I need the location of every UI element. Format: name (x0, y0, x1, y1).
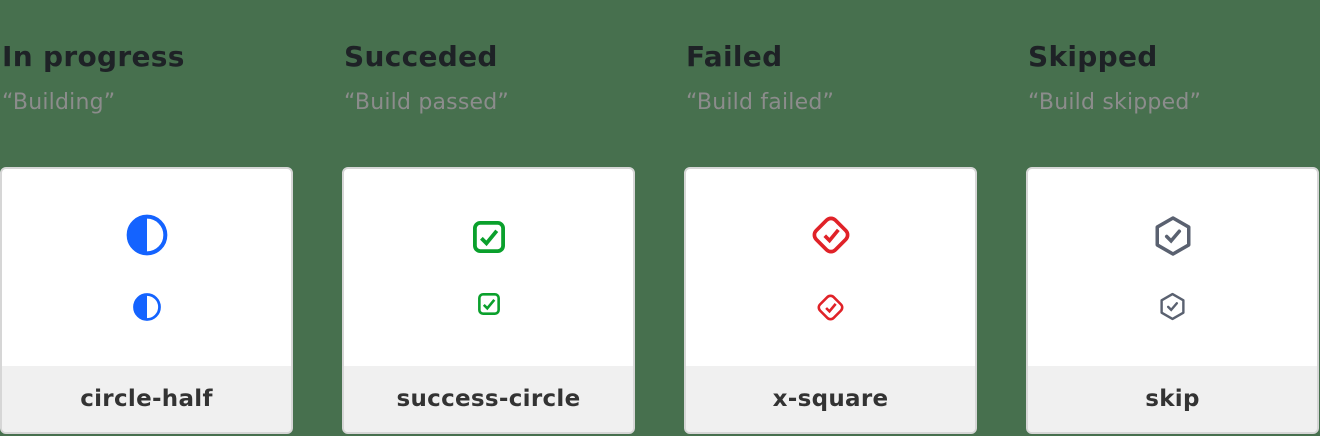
icon-name-label: circle-half (80, 386, 213, 412)
icon-card-footer: x-square (686, 366, 975, 432)
check-square-icon-small (476, 291, 502, 317)
status-column-in-progress: In progress “Building” circle-half (0, 0, 294, 436)
check-diamond-icon-small (815, 292, 846, 323)
icon-preview-area (2, 169, 291, 366)
circle-half-icon-small (132, 292, 162, 322)
icon-card-skip: skip (1026, 167, 1319, 434)
icon-preview-area (344, 169, 633, 366)
icon-card-footer: success-circle (344, 366, 633, 432)
icon-preview-area (686, 169, 975, 366)
column-title: Succeded (344, 40, 498, 73)
column-subtitle: “Build passed” (344, 90, 510, 115)
icon-name-label: skip (1145, 386, 1200, 412)
status-column-failed: Failed “Build failed” x-square (684, 0, 978, 436)
icon-card-footer: skip (1028, 366, 1317, 432)
column-subtitle: “Building” (2, 90, 116, 115)
check-hexagon-icon-large (1152, 215, 1194, 257)
check-hexagon-icon-small (1158, 292, 1187, 321)
column-title: In progress (2, 40, 185, 73)
icon-card-footer: circle-half (2, 366, 291, 432)
check-diamond-icon-large (809, 213, 853, 257)
icon-card-circle-half: circle-half (0, 167, 293, 434)
icon-card-success-circle: success-circle (342, 167, 635, 434)
circle-half-icon-large (125, 213, 169, 257)
icon-name-label: success-circle (396, 386, 581, 412)
icon-name-label: x-square (772, 386, 889, 412)
check-square-icon-large (470, 218, 508, 256)
column-title: Skipped (1028, 40, 1158, 73)
column-subtitle: “Build skipped” (1028, 90, 1202, 115)
column-subtitle: “Build failed” (686, 90, 835, 115)
icon-card-x-square: x-square (684, 167, 977, 434)
icon-preview-area (1028, 169, 1317, 366)
column-title: Failed (686, 40, 783, 73)
status-column-succeded: Succeded “Build passed” success-circle (342, 0, 636, 436)
status-column-skipped: Skipped “Build skipped” skip (1026, 0, 1320, 436)
